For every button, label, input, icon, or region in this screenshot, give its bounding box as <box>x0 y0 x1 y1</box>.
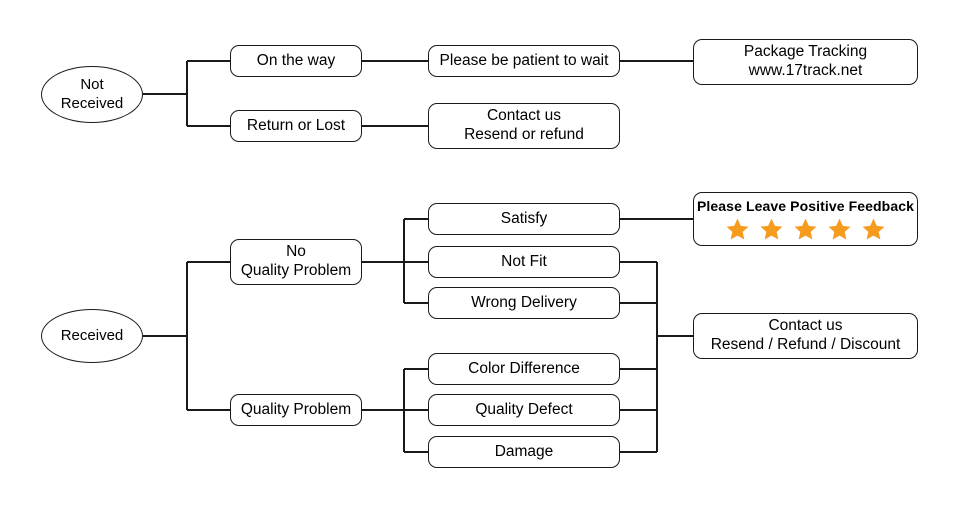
node-package-tracking[interactable]: Package Tracking www.17track.net <box>693 39 918 85</box>
node-contact-us-resend-or-refund[interactable]: Contact us Resend or refund <box>428 103 620 149</box>
node-no-quality-problem[interactable]: No Quality Problem <box>230 239 362 285</box>
node-please-be-patient-to-wait[interactable]: Please be patient to wait <box>428 45 620 77</box>
node-quality-problem[interactable]: Quality Problem <box>230 394 362 426</box>
star-rating[interactable] <box>725 217 886 242</box>
star-icon[interactable] <box>827 217 852 242</box>
node-on-the-way[interactable]: On the way <box>230 45 362 77</box>
node-wrong-delivery[interactable]: Wrong Delivery <box>428 287 620 319</box>
node-leave-positive-feedback[interactable]: Please Leave Positive Feedback <box>693 192 918 246</box>
node-satisfy[interactable]: Satisfy <box>428 203 620 235</box>
feedback-title: Please Leave Positive Feedback <box>696 198 914 215</box>
star-icon[interactable] <box>861 217 886 242</box>
node-color-difference[interactable]: Color Difference <box>428 353 620 385</box>
star-icon[interactable] <box>793 217 818 242</box>
node-damage[interactable]: Damage <box>428 436 620 468</box>
node-quality-defect[interactable]: Quality Defect <box>428 394 620 426</box>
star-icon[interactable] <box>725 217 750 242</box>
node-not-fit[interactable]: Not Fit <box>428 246 620 278</box>
node-received[interactable]: Received <box>41 309 143 363</box>
node-not-received[interactable]: Not Received <box>41 66 143 123</box>
node-return-or-lost[interactable]: Return or Lost <box>230 110 362 142</box>
node-contact-us-resend-refund-discount[interactable]: Contact us Resend / Refund / Discount <box>693 313 918 359</box>
star-icon[interactable] <box>759 217 784 242</box>
